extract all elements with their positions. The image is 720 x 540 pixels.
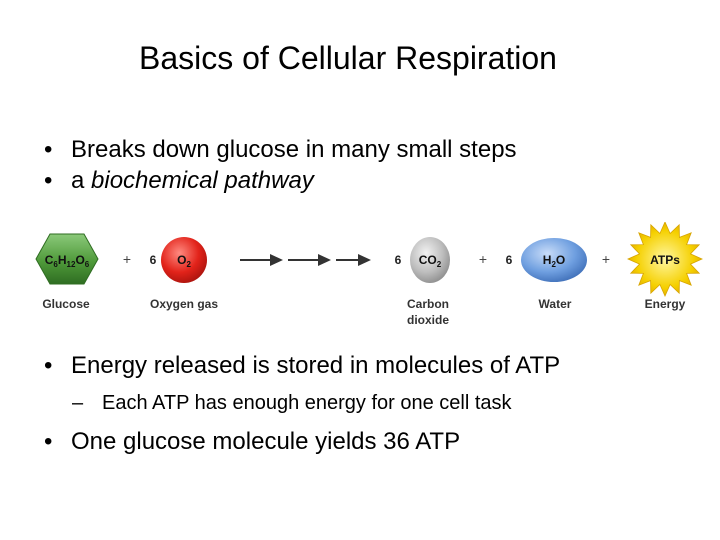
formula-part: O bbox=[75, 253, 84, 267]
oxygen-coefficient: 6 bbox=[150, 253, 157, 267]
bullet-dot: • bbox=[44, 352, 53, 379]
formula-part: O bbox=[556, 253, 565, 267]
starburst-icon bbox=[627, 222, 703, 297]
bullet-list-top: • Breaks down glucose in many small step… bbox=[44, 134, 704, 196]
water-sphere bbox=[521, 238, 587, 282]
bullet-text: Breaks down glucose in many small steps bbox=[71, 136, 517, 163]
plus-sign: + bbox=[479, 251, 487, 267]
sub-bullet-dash: – bbox=[72, 392, 84, 414]
bullet-item: • Breaks down glucose in many small step… bbox=[44, 134, 704, 165]
bullet-emphasis: biochemical pathway bbox=[91, 167, 314, 194]
oxygen-sphere bbox=[161, 237, 207, 283]
co2-coefficient: 6 bbox=[395, 253, 402, 267]
oxygen-label: Oxygen gas bbox=[150, 297, 218, 311]
water-label: Water bbox=[539, 297, 572, 311]
formula-part: H bbox=[58, 253, 67, 267]
formula-sub: 2 bbox=[437, 260, 442, 269]
bullet-dot: • bbox=[44, 428, 53, 455]
co2-label-line2: dioxide bbox=[407, 313, 449, 327]
oxygen-molecule: 6 O2 Oxygen gas bbox=[150, 237, 218, 311]
bullet-prefix: a bbox=[71, 167, 92, 194]
glucose-hexagon bbox=[35, 233, 99, 285]
co2-sphere bbox=[410, 237, 450, 283]
formula-sub: 6 bbox=[85, 260, 90, 269]
formula-sub: 12 bbox=[67, 260, 76, 269]
sub-bullet-item: – Each ATP has enough energy for one cel… bbox=[44, 390, 704, 416]
plus-sign: + bbox=[602, 251, 610, 267]
oxygen-formula: O2 bbox=[177, 253, 191, 269]
formula-part: CO bbox=[419, 253, 437, 267]
bullet-text: Energy released is stored in molecules o… bbox=[71, 352, 561, 379]
formula-part: H bbox=[543, 253, 552, 267]
water-formula: H2O bbox=[543, 253, 565, 269]
water-molecule: 6 H2O Water bbox=[506, 238, 587, 311]
co2-formula: CO2 bbox=[419, 253, 442, 269]
formula-part: O bbox=[177, 253, 186, 267]
bullet-item: • One glucose molecule yields 36 ATP bbox=[44, 426, 704, 457]
energy-atp-burst: ATPs Energy bbox=[627, 222, 703, 311]
glucose-label: Glucose bbox=[42, 297, 90, 311]
bullet-dot: • bbox=[44, 167, 53, 194]
reaction-arrows bbox=[240, 254, 371, 266]
bullet-dot: • bbox=[44, 136, 53, 163]
formula-part: C bbox=[45, 253, 54, 267]
bullet-item: • a biochemical pathway bbox=[44, 165, 704, 196]
water-coefficient: 6 bbox=[506, 253, 513, 267]
respiration-equation-diagram: C6H12O6 Glucose + 6 O2 Oxygen gas 6 CO2 … bbox=[35, 222, 703, 327]
bullet-item: • Energy released is stored in molecules… bbox=[44, 350, 704, 381]
glucose-molecule: C6H12O6 Glucose bbox=[35, 233, 99, 311]
formula-sub: 2 bbox=[551, 260, 556, 269]
sub-bullet-text: Each ATP has enough energy for one cell … bbox=[102, 392, 512, 414]
bullet-text: a biochemical pathway bbox=[71, 165, 314, 196]
bullet-text: One glucose molecule yields 36 ATP bbox=[71, 428, 461, 455]
plus-sign: + bbox=[123, 251, 131, 267]
formula-sub: 6 bbox=[53, 260, 58, 269]
slide-title: Basics of Cellular Respiration bbox=[139, 40, 557, 76]
carbon-dioxide-molecule: 6 CO2 Carbon dioxide bbox=[395, 237, 450, 327]
glucose-formula: C6H12O6 bbox=[45, 253, 90, 269]
bullet-list-bottom: • Energy released is stored in molecules… bbox=[44, 350, 704, 457]
energy-label: Energy bbox=[645, 297, 686, 311]
formula-sub: 2 bbox=[186, 260, 191, 269]
energy-badge-text: ATPs bbox=[650, 253, 680, 267]
co2-label-line1: Carbon bbox=[407, 297, 449, 311]
